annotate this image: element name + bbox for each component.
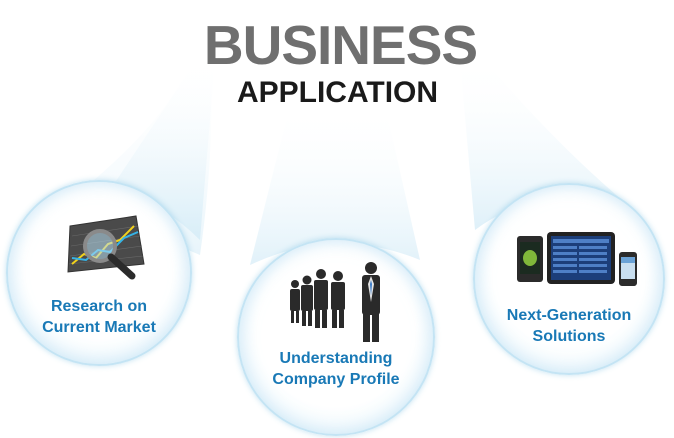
business-people-icon	[290, 262, 380, 342]
feature-label-research: Research on Current Market	[42, 298, 156, 336]
feature-label-company: Understanding Company Profile	[272, 350, 400, 388]
devices-icon	[517, 232, 637, 286]
page-subtitle: APPLICATION	[236, 76, 439, 109]
page-title: BUSINESS	[203, 14, 478, 76]
magnifier-chart-icon	[67, 215, 145, 280]
feature-circle-company	[237, 238, 435, 436]
feature-circle-research	[6, 180, 192, 366]
feature-label-solutions: Next-Generation Solutions	[506, 307, 632, 345]
